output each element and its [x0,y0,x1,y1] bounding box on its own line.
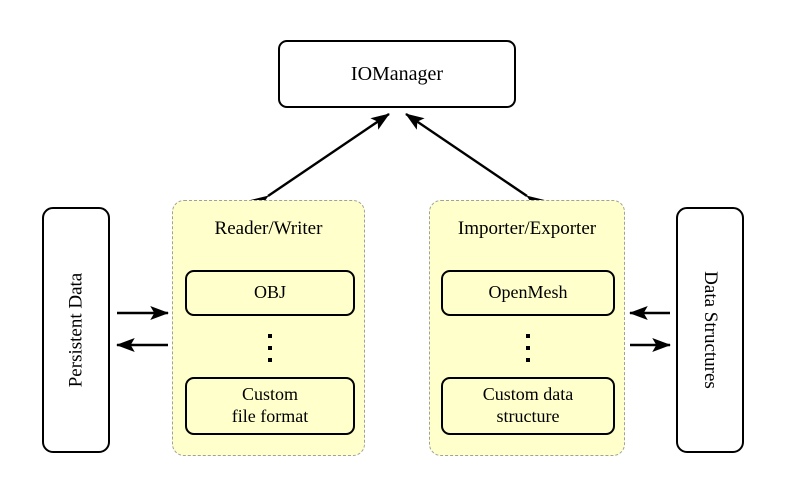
node-custom-file-format-label: Custom file format [232,384,308,427]
ellipsis-icon-reader-writer [262,334,278,362]
node-obj-label: OBJ [253,282,286,303]
node-custom-data-structure[interactable]: Custom data structure [441,377,615,435]
node-custom-file-format-line2: file format [231,406,309,426]
node-obj[interactable]: OBJ [185,270,355,316]
node-persistent-data[interactable]: Persistent Data [42,207,110,453]
node-openmesh-label: OpenMesh [488,282,568,303]
node-openmesh[interactable]: OpenMesh [441,270,615,316]
node-data-structures-label: Data Structures [700,271,721,389]
arrow-iomanager-readerwriter [249,113,390,212]
node-data-structures[interactable]: Data Structures [676,207,744,453]
ellipsis-icon-importer-exporter [520,334,536,362]
node-iomanager-label: IOManager [350,62,444,85]
node-custom-file-format[interactable]: Custom file format [185,377,355,435]
group-importer-exporter-title: Importer/Exporter [457,218,597,239]
node-custom-data-structure-line2: structure [496,406,560,426]
node-custom-data-structure-line1: Custom data [482,384,574,405]
node-custom-data-structure-label: Custom data structure [483,384,574,427]
arrow-iomanager-importerexporter [405,113,546,212]
group-reader-writer-title: Reader/Writer [214,218,323,239]
node-persistent-data-label: Persistent Data [65,272,87,388]
node-iomanager[interactable]: IOManager [278,40,516,108]
node-custom-file-format-line1: Custom [241,384,298,405]
